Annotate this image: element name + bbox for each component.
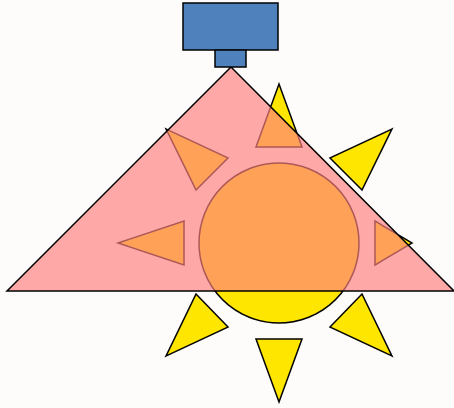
sun-ray-bottom bbox=[256, 339, 302, 402]
camera-icon bbox=[183, 3, 278, 67]
light-cone bbox=[7, 67, 454, 291]
camera-body bbox=[183, 3, 278, 50]
sun-ray-bottom-left bbox=[166, 294, 228, 356]
camera-lens bbox=[215, 50, 246, 67]
sun-ray-bottom-right bbox=[330, 294, 392, 356]
